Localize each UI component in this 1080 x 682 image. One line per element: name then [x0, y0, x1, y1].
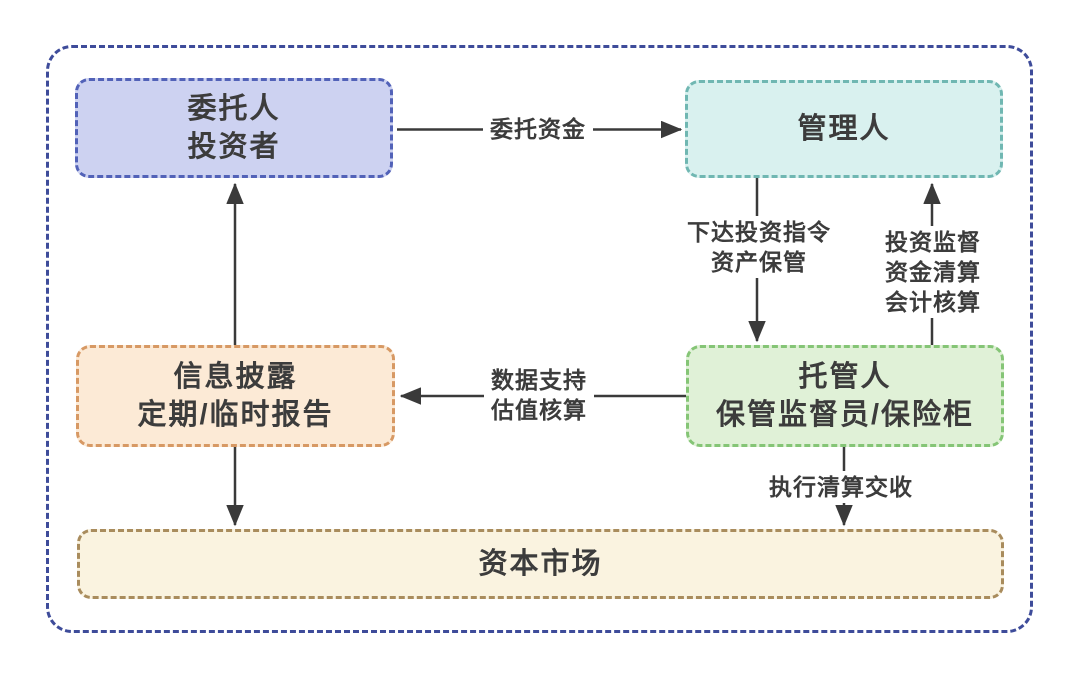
node-manager-line1: 管理人	[797, 113, 891, 145]
node-capital-market-line1: 资本市场	[478, 548, 603, 580]
edge-label-data-support: 数据支持 估值核算	[484, 364, 594, 426]
node-custodian: 托管人 保管监督员/保险柜	[686, 345, 1004, 447]
node-disclosure-line2: 定期/临时报告	[137, 399, 334, 431]
edge-label-supervision: 投资监督 资金清算 会计核算	[878, 226, 988, 318]
edge-label-supervision-line1: 投资监督	[885, 229, 981, 255]
edge-label-data-support-line2: 估值核算	[491, 397, 587, 423]
edge-label-investment-instruction-line2: 资产保管	[711, 249, 807, 275]
node-principal-investor: 委托人 投资者	[75, 78, 393, 178]
node-manager: 管理人	[685, 80, 1003, 178]
node-custodian-line2: 保管监督员/保险柜	[715, 399, 975, 431]
edge-label-supervision-line2: 资金清算	[885, 259, 981, 285]
edge-label-clearing-settlement: 执行清算交收	[762, 471, 920, 503]
edge-label-data-support-line1: 数据支持	[491, 367, 587, 393]
edge-label-entrust-funds-line1: 委托资金	[490, 116, 586, 142]
outer-dashed-frame	[46, 45, 1033, 633]
edge-label-investment-instruction-line1: 下达投资指令	[687, 219, 831, 245]
edge-label-entrust-funds: 委托资金	[483, 113, 593, 145]
node-principal-line1: 委托人	[187, 93, 281, 125]
node-custodian-line1: 托管人	[798, 361, 892, 393]
node-capital-market: 资本市场	[77, 529, 1004, 599]
node-disclosure-line1: 信息披露	[173, 361, 298, 393]
node-information-disclosure: 信息披露 定期/临时报告	[76, 345, 395, 447]
edge-label-supervision-line3: 会计核算	[885, 289, 981, 315]
edge-label-clearing-settlement-line1: 执行清算交收	[769, 474, 913, 500]
node-principal-line2: 投资者	[187, 131, 281, 163]
edge-label-investment-instruction: 下达投资指令 资产保管	[680, 216, 838, 278]
